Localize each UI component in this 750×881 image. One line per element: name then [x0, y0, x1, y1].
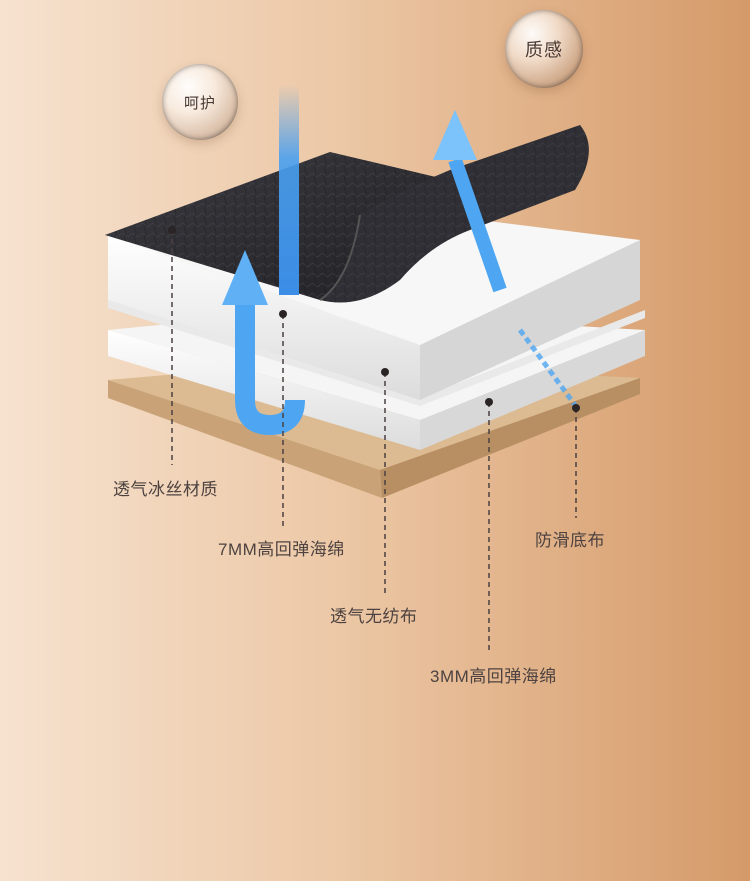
callout-dots: [168, 226, 580, 412]
label-anti-slip-base: 防滑底布: [535, 531, 605, 550]
airflow-u-arrow-head: [222, 250, 268, 305]
label-non-woven-layer: 透气无纺布: [330, 607, 418, 626]
ice-silk-top-layer: [105, 125, 589, 303]
protect-badge: 呵护: [162, 64, 238, 140]
airflow-diagonal-arrow: [448, 157, 507, 293]
label-3mm-foam-layer: 3MM高回弹海绵: [430, 667, 557, 686]
callout-lines: [171, 230, 577, 652]
texture-badge: 质感: [505, 10, 583, 88]
airflow-u-arrow: [235, 300, 305, 436]
label-7mm-foam-layer: 7MM高回弹海绵: [218, 540, 345, 559]
airflow-up-arrow-head: [433, 110, 477, 160]
airflow-down-arrow: [279, 85, 299, 295]
airflow-arrows: [222, 85, 578, 436]
label-ice-silk-layer: 透气冰丝材质: [113, 480, 218, 499]
